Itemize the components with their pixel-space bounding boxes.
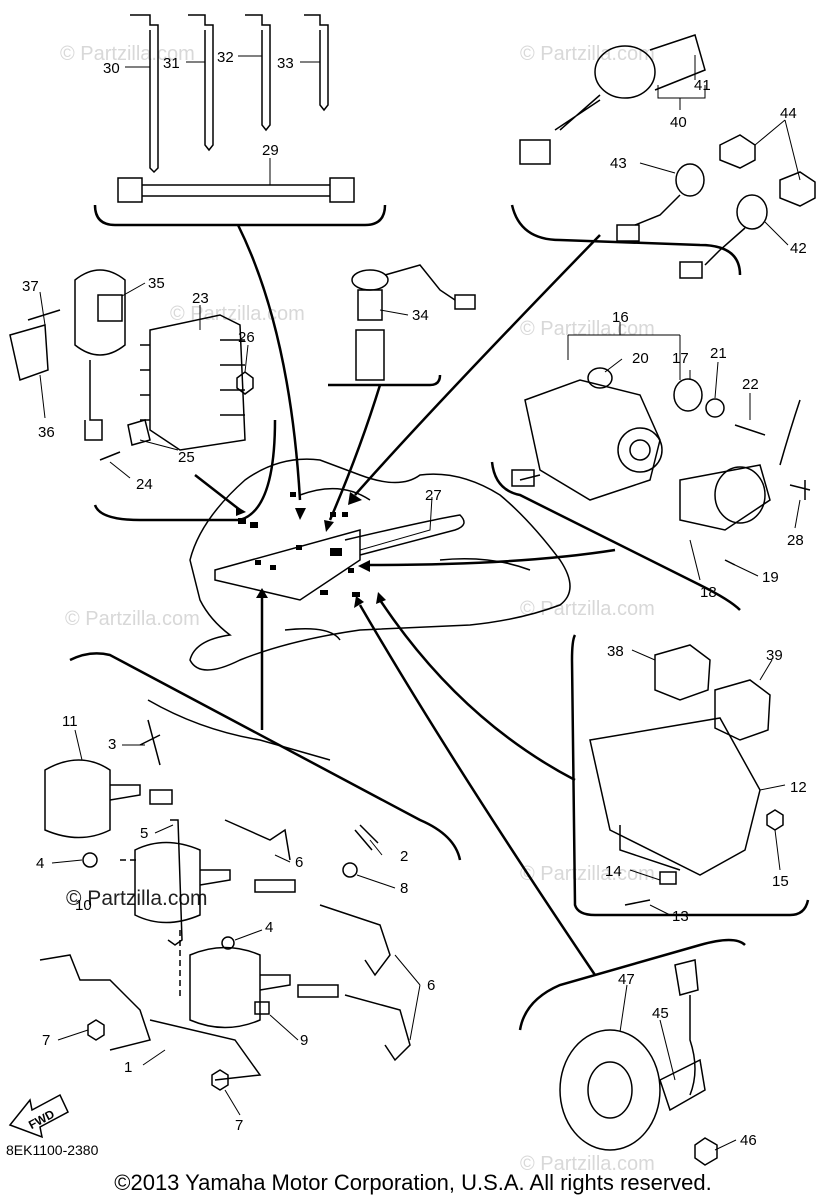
callout-31: 31 — [163, 55, 180, 72]
crank-sensor-group — [559, 959, 718, 1166]
watermark: © Partzilla.com — [520, 318, 655, 340]
watermark: © Partzilla.com — [60, 43, 195, 65]
callout-2: 2 — [400, 848, 408, 865]
callout-22: 22 — [742, 376, 759, 393]
callout-23: 23 — [192, 290, 209, 307]
ignition-coil-group — [39, 699, 411, 1091]
regulator-group — [9, 269, 254, 461]
callout-6: 6 — [295, 854, 303, 871]
group-leader-lines — [194, 224, 616, 976]
callout-18: 18 — [700, 584, 717, 601]
boundary-ecu — [570, 634, 810, 917]
ecu-group — [589, 644, 784, 906]
callout-43: 43 — [610, 155, 627, 172]
callout-33: 33 — [277, 55, 294, 72]
boundary-center — [328, 374, 442, 387]
callout-42: 42 — [790, 240, 807, 257]
callout-47: 47 — [618, 971, 635, 988]
callout-35: 35 — [148, 275, 165, 292]
callout-10: 10 — [75, 897, 92, 914]
watermark: © Partzilla.com — [520, 1153, 655, 1175]
callout-3: 3 — [108, 736, 116, 753]
callout-14: 14 — [605, 863, 622, 880]
callout-1: 1 — [124, 1059, 132, 1076]
callout-45: 45 — [652, 1005, 669, 1022]
callout-26: 26 — [238, 329, 255, 346]
callout-40: 40 — [670, 114, 687, 131]
callout-24: 24 — [136, 476, 153, 493]
callout-15: 15 — [772, 873, 789, 890]
watermark-group: © Partzilla.com © Partzilla.com © Partzi… — [60, 43, 655, 1175]
callout-44: 44 — [780, 105, 797, 122]
callout-8: 8 — [400, 880, 408, 897]
sensor-34 — [351, 264, 476, 381]
callout-37: 37 — [22, 278, 39, 295]
boundary-right — [490, 461, 741, 611]
cable-ties-group — [117, 14, 355, 203]
callout-6: 6 — [427, 977, 435, 994]
callout-11: 11 — [62, 713, 78, 730]
watermark: © Partzilla.com — [65, 608, 200, 630]
callout-27: 27 — [425, 487, 442, 504]
callout-28: 28 — [787, 532, 804, 549]
snowmobile-chassis — [189, 458, 571, 671]
boundary-ignition — [69, 652, 462, 861]
callout-36: 36 — [38, 424, 55, 441]
callout-19: 19 — [762, 569, 779, 586]
watermark: © Partzilla.com — [520, 43, 655, 65]
boundary-sensor — [518, 938, 746, 1031]
callout-34: 34 — [412, 307, 429, 324]
leader-arrowheads — [236, 492, 386, 608]
chassis-component-marks — [238, 492, 360, 597]
callout-7: 7 — [235, 1117, 243, 1134]
boundary-left — [93, 419, 277, 522]
watermark: © Partzilla.com — [520, 598, 655, 620]
boundary-top-right — [510, 204, 742, 276]
callout-46: 46 — [740, 1132, 757, 1149]
callout-39: 39 — [766, 647, 783, 664]
callout-20: 20 — [632, 350, 649, 367]
copyright-notice: ©2013 Yamaha Motor Corporation, U.S.A. A… — [114, 1170, 712, 1195]
boundary-top-left — [93, 204, 387, 227]
callout-30: 30 — [103, 60, 120, 77]
drawing-code: 8EK1100-2380 — [6, 1142, 99, 1158]
group-boundaries — [69, 204, 810, 1031]
callout-38: 38 — [607, 643, 624, 660]
callout-25: 25 — [178, 449, 195, 466]
fwd-arrow: FWD — [8, 1093, 69, 1139]
callout-9: 9 — [300, 1032, 308, 1049]
callout-41: 41 — [694, 77, 711, 94]
callout-4: 4 — [36, 855, 44, 872]
callout-16: 16 — [612, 309, 629, 326]
callout-leaders — [39, 55, 801, 1151]
callout-4: 4 — [265, 919, 273, 936]
callout-7: 7 — [42, 1032, 50, 1049]
callout-12: 12 — [790, 779, 807, 796]
callout-32: 32 — [217, 49, 234, 66]
watermark: © Partzilla.com — [520, 863, 655, 885]
callout-13: 13 — [672, 908, 689, 925]
switch-group — [519, 34, 816, 279]
callout-5: 5 — [140, 825, 148, 842]
callout-17: 17 — [672, 350, 689, 367]
callout-labels: 30 31 32 33 29 41 40 44 43 42 37 35 23 2… — [22, 49, 807, 1149]
watermark-dark: © Partzilla.com — [66, 887, 208, 910]
servo-assembly — [511, 367, 811, 566]
callout-21: 21 — [710, 345, 727, 362]
callout-29: 29 — [262, 142, 279, 159]
